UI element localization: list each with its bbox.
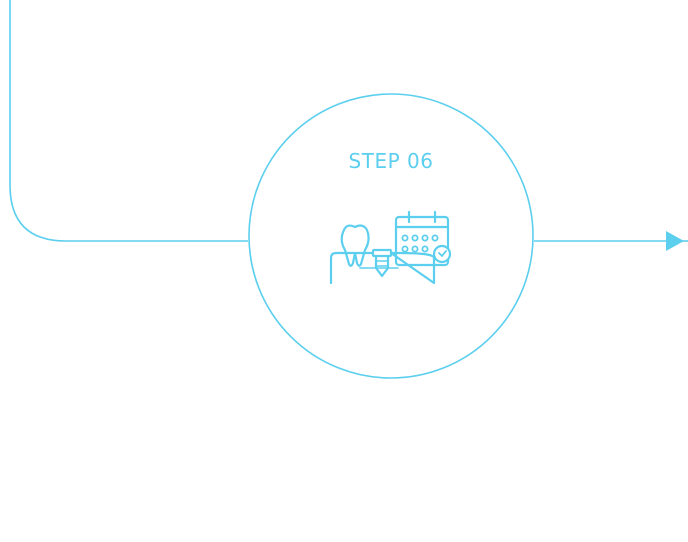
implant-screw-icon xyxy=(374,254,390,278)
calendar-dates-icon xyxy=(401,234,439,253)
calendar-icon xyxy=(394,215,450,267)
dental-implant-calendar-icon xyxy=(329,210,452,285)
step-label: STEP 06 xyxy=(349,149,434,173)
incoming-connector-line xyxy=(9,0,248,242)
arrow-right-icon xyxy=(666,231,684,251)
tooth-icon xyxy=(340,224,370,267)
implant-crown-icon xyxy=(371,248,393,258)
step-circle xyxy=(248,93,534,379)
clock-icon xyxy=(432,244,452,264)
